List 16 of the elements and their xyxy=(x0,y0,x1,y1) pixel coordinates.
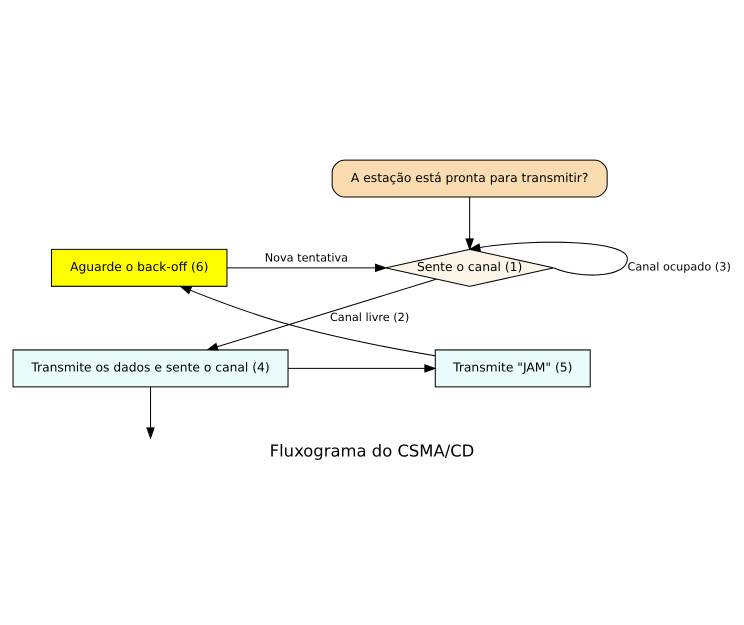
arrow xyxy=(179,285,436,356)
arrow xyxy=(468,241,628,276)
node-box: Aguarde o back-off (6) xyxy=(50,248,228,286)
arrow xyxy=(465,196,474,250)
node-box: Transmite "JAM" (5) xyxy=(434,348,591,387)
caption: Fluxograma do CSMA/CD xyxy=(270,440,474,460)
edge-label: Canal ocupado (3) xyxy=(627,260,731,274)
arrow xyxy=(206,278,437,350)
arrow xyxy=(146,386,155,440)
node-diamond: Sente o canal (1) xyxy=(385,248,554,286)
arrow xyxy=(227,263,388,272)
arrow xyxy=(288,364,437,372)
node-box: Transmite os dados e sente o canal (4) xyxy=(12,348,289,387)
edge-label: Nova tentativa xyxy=(264,250,348,264)
edge-label: Canal livre (2) xyxy=(330,310,410,324)
node-box: A estação está pronta para transmitir? xyxy=(332,159,608,198)
